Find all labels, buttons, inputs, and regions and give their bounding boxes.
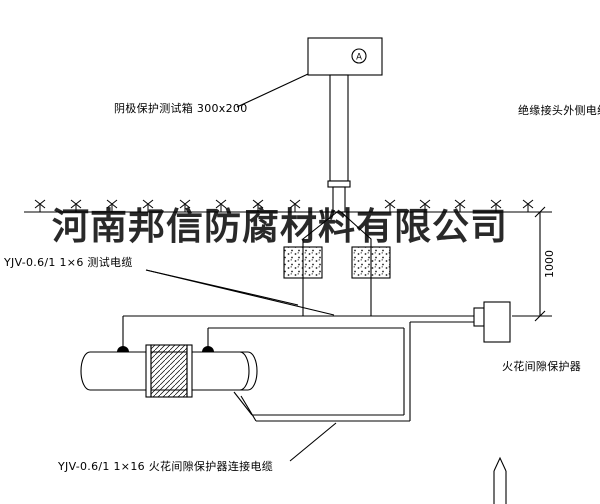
test-box: A [307, 37, 383, 76]
label-spark-gap: 火花间隙保护器 [502, 360, 582, 373]
spark-gap-protector [473, 301, 511, 343]
wiring [122, 315, 474, 421]
dimension-1000: 1000 [512, 206, 556, 322]
meter-circle-icon [351, 48, 367, 64]
riser-conduit [327, 74, 351, 213]
test-cables [302, 211, 372, 316]
cable-terminals [117, 346, 214, 352]
label-test-cable: YJV-0.6/1 1×6 测试电缆 [4, 256, 133, 269]
terminal-dot-icon [117, 346, 129, 352]
pipe-break-symbol [493, 456, 507, 504]
dimension-text: 1000 [543, 250, 556, 278]
terminal-dot-icon [202, 346, 214, 352]
leader-lines [145, 73, 337, 462]
connection-cable [233, 391, 410, 422]
concrete-blocks [283, 246, 391, 279]
ground-line [24, 199, 552, 213]
label-outer-cable: 绝缘接头外侧电缆 [518, 104, 600, 117]
label-test-box: 阴极保护测试箱 300x200 [114, 102, 248, 115]
insulating-sleeve [145, 344, 193, 398]
meter-letter: A [356, 53, 362, 63]
label-connection-cable: YJV-0.6/1 1×16 火花间隙保护器连接电缆 [58, 460, 274, 473]
